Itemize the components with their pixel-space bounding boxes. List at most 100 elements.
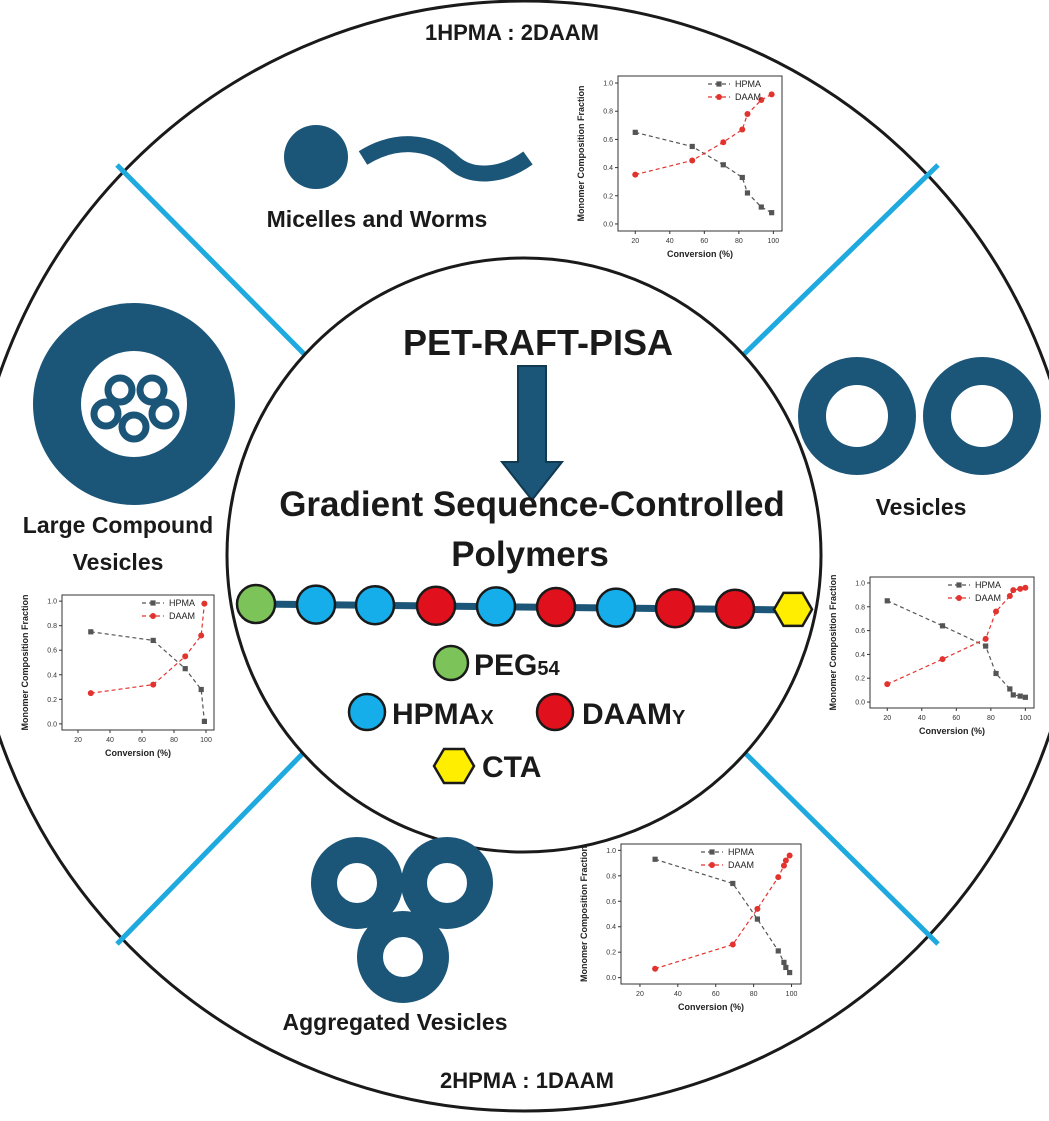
data-point-hpma	[198, 686, 204, 693]
x-tick-label: 80	[170, 737, 178, 744]
y-tick-label: 0.2	[603, 193, 613, 200]
data-point-daam	[150, 681, 157, 688]
data-point-hpma	[781, 959, 787, 965]
data-point-daam	[1010, 587, 1017, 594]
x-axis-label: Conversion (%)	[678, 1002, 744, 1012]
legend-marker-daam	[150, 613, 156, 619]
data-point-daam	[182, 653, 189, 660]
inner-vesicle-icon	[118, 411, 150, 443]
x-tick-label: 100	[1020, 715, 1032, 722]
y-tick-label: 0.8	[603, 109, 613, 116]
legend-label-daam: DAAM	[975, 593, 1001, 603]
aggregated-vesicle-icon-1	[311, 837, 403, 929]
data-point-daam	[982, 635, 989, 642]
large-compound-label-line1: Large Compound	[23, 512, 213, 538]
aggregated-vesicle-icon-2	[401, 837, 493, 929]
data-point-hpma	[775, 948, 781, 954]
legend-marker-hpma	[956, 582, 962, 588]
data-point-hpma	[730, 880, 736, 887]
y-tick-label: 0.6	[603, 137, 613, 144]
x-axis-label: Conversion (%)	[919, 726, 985, 736]
y-tick-label: 0.2	[47, 697, 57, 704]
data-point-daam	[201, 600, 208, 607]
inner-vesicle-icon	[90, 398, 122, 430]
x-tick-label: 40	[666, 238, 674, 245]
hpma-legend-icon	[347, 692, 387, 732]
chain-bead-hpma	[595, 587, 637, 628]
x-tick-label: 60	[700, 238, 708, 245]
y-tick-label: 0.0	[855, 700, 865, 707]
y-tick-label: 0.6	[606, 899, 616, 906]
vesicles-label: Vesicles	[876, 494, 967, 520]
data-point-daam	[993, 608, 1000, 615]
daam-legend-label: DAAMY	[582, 698, 686, 731]
data-point-hpma	[1022, 694, 1028, 700]
y-tick-label: 1.0	[606, 848, 616, 855]
data-point-daam	[87, 690, 94, 697]
y-tick-label: 0.4	[603, 165, 613, 172]
x-tick-label: 40	[918, 715, 926, 722]
x-tick-label: 40	[674, 991, 682, 998]
divider-lines	[115, 163, 940, 946]
divider-bottom-right	[734, 742, 940, 946]
data-point-hpma	[1017, 693, 1023, 699]
chain-bead-hpma	[295, 584, 337, 625]
x-axis-label: Conversion (%)	[105, 748, 171, 758]
data-point-daam	[768, 91, 775, 98]
inner-vesicles	[90, 374, 180, 443]
data-point-daam	[780, 862, 787, 869]
legend-marker-daam	[716, 94, 722, 100]
monomer-legend: PEG54 HPMAX DAAMY CTA	[347, 644, 686, 785]
chain-bead-daam	[654, 587, 696, 629]
data-point-daam	[782, 857, 789, 864]
result-title-line2: Polymers	[451, 535, 609, 574]
data-point-hpma	[744, 190, 751, 196]
y-tick-label: 0.8	[47, 623, 57, 630]
peg-legend-icon	[432, 644, 470, 682]
chart-plot-frame	[61, 594, 215, 731]
x-tick-label: 20	[74, 737, 82, 744]
data-point-daam	[939, 656, 946, 663]
divider-top-left	[115, 163, 314, 364]
data-point-daam	[754, 905, 761, 912]
worm-icon	[358, 136, 533, 182]
y-tick-label: 0.6	[855, 628, 865, 635]
data-point-daam	[1022, 584, 1029, 591]
legend-label-hpma: HPMA	[735, 79, 761, 89]
micelle-icon	[284, 125, 348, 189]
y-tick-label: 0.0	[603, 221, 613, 228]
legend-marker-daam	[956, 595, 962, 601]
data-point-daam	[786, 852, 793, 859]
x-tick-label: 80	[750, 991, 758, 998]
x-tick-label: 60	[138, 737, 146, 744]
data-point-daam	[739, 126, 746, 133]
x-tick-label: 60	[712, 991, 720, 998]
peg-legend-label: PEG54	[474, 649, 560, 682]
x-tick-label: 100	[786, 991, 798, 998]
data-point-daam	[729, 941, 736, 948]
data-point-daam	[198, 632, 205, 639]
data-point-daam	[884, 681, 891, 688]
y-tick-label: 0.0	[47, 721, 57, 728]
data-point-daam	[744, 111, 751, 118]
chain-cta-end	[772, 591, 814, 628]
micelles-worms-illustration	[284, 125, 533, 189]
legend-label-hpma: HPMA	[728, 847, 754, 857]
legend-label-daam: DAAM	[728, 860, 754, 870]
data-point-daam	[689, 157, 696, 164]
y-tick-label: 0.6	[47, 648, 57, 655]
chain-bead-hpma	[354, 584, 396, 626]
x-tick-label: 20	[636, 991, 644, 998]
data-point-daam	[758, 96, 765, 103]
hpma-legend-label: HPMAX	[392, 698, 494, 731]
y-axis-label: Monomer Composition Fraction	[20, 595, 30, 731]
x-tick-label: 60	[952, 715, 960, 722]
data-point-daam	[720, 139, 727, 146]
y-tick-label: 0.8	[855, 604, 865, 611]
data-point-hpma	[769, 210, 775, 216]
data-point-hpma	[1007, 686, 1013, 692]
cta-legend-icon	[432, 747, 476, 785]
